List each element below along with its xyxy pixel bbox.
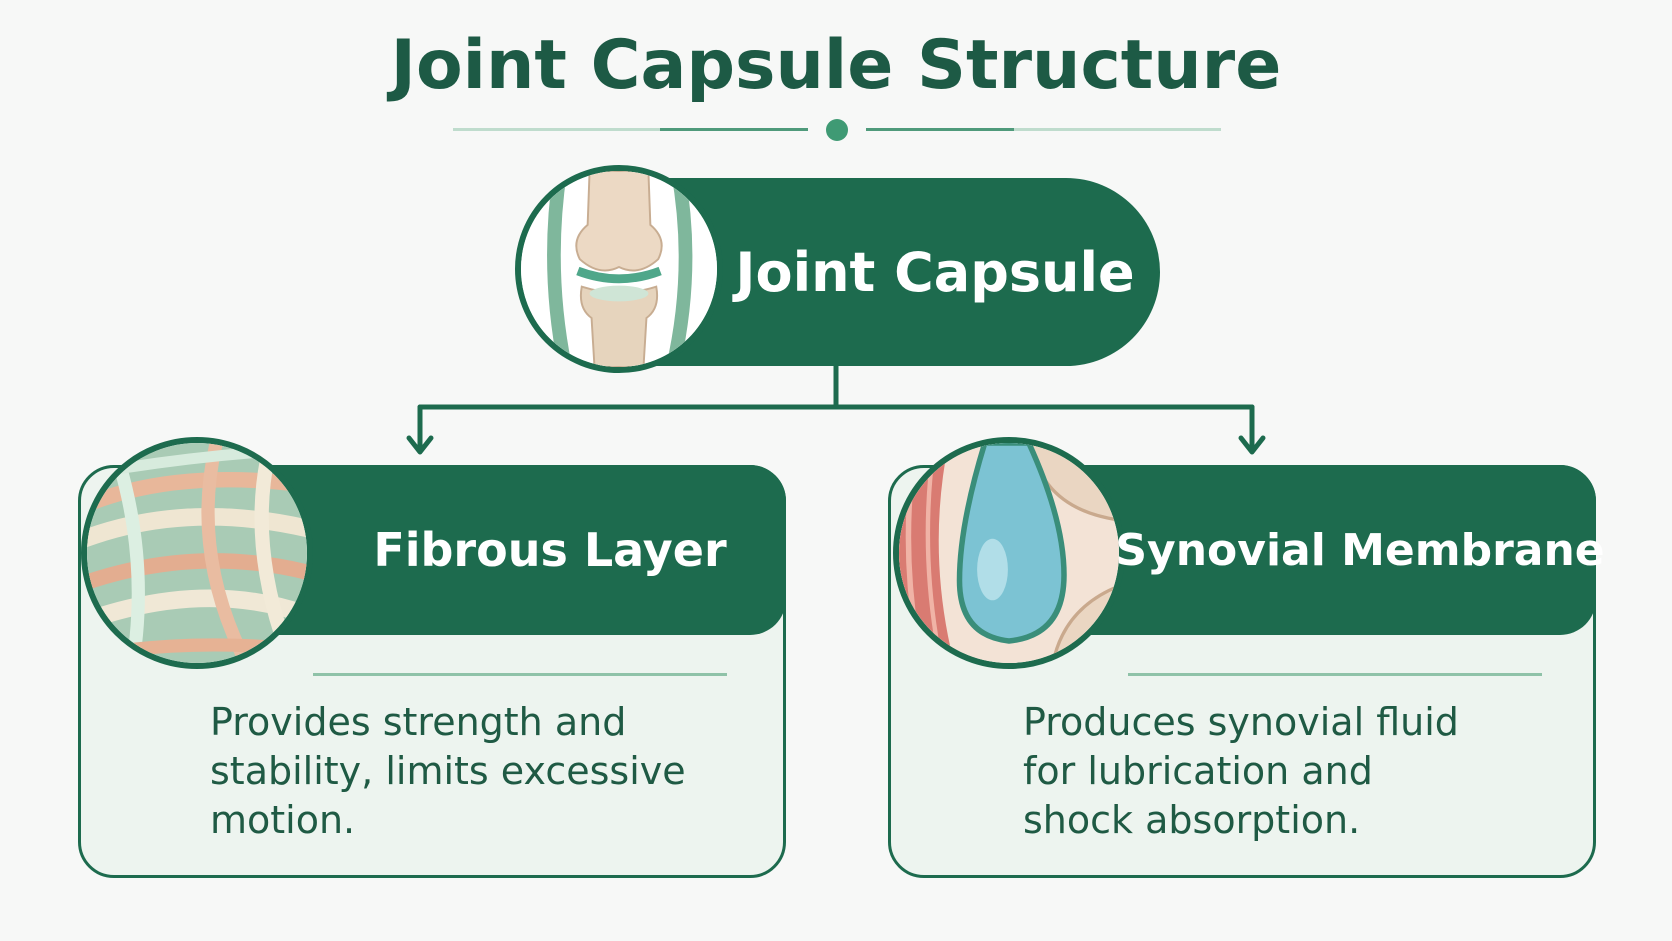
title-rule-left-accent (660, 128, 808, 131)
collagen-fibers-icon (81, 437, 313, 669)
title-rule-right-accent (866, 128, 1014, 131)
arrow-right-icon (1238, 435, 1266, 455)
title-rule-left (453, 128, 808, 131)
knee-joint-icon (515, 165, 723, 373)
synovial-fluid-icon (893, 437, 1125, 669)
title-divider-dot (826, 119, 848, 141)
fibrous-layer-title: Fibrous Layer (373, 523, 727, 577)
page-title: Joint Capsule Structure (390, 26, 1282, 105)
title-rule-right (866, 128, 1221, 131)
root-label: Joint Capsule (735, 240, 1135, 304)
arrow-left-icon (406, 435, 434, 455)
fibrous-layer-divider (313, 673, 727, 676)
synovial-membrane-divider (1128, 673, 1542, 676)
synovial-membrane-description: Produces synovial fluid for lubrication … (1023, 700, 1459, 842)
fibrous-layer-description: Provides strength and stability, limits … (210, 700, 686, 842)
synovial-membrane-title: Synovial Membrane (1115, 524, 1605, 576)
